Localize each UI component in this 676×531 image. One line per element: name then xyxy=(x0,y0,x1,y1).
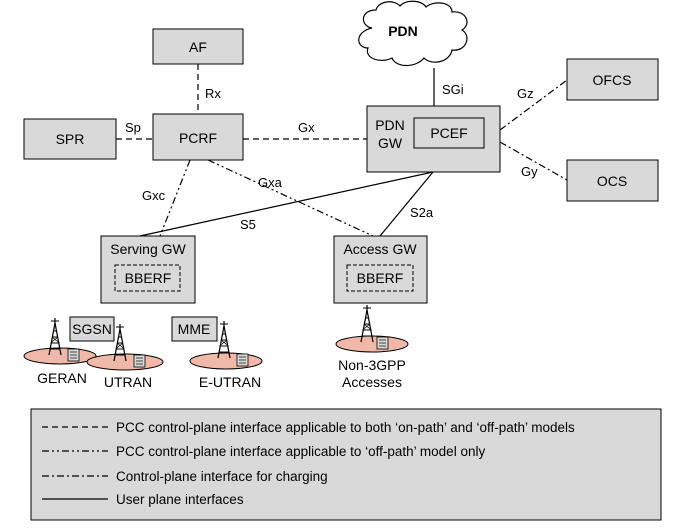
af-label: AF xyxy=(189,39,207,55)
gxa-interface-line xyxy=(207,159,374,237)
e-utran-access: MME E-UTRAN xyxy=(171,316,263,390)
terminal-icon xyxy=(67,348,80,362)
s5-label: S5 xyxy=(240,217,256,232)
spr-label: SPR xyxy=(56,131,85,147)
serving-gw-label: Serving GW xyxy=(110,241,186,257)
rx-label: Rx xyxy=(205,86,221,101)
legend-solid-label: User plane interfaces xyxy=(116,492,244,507)
legend: PCC control-plane interface applicable t… xyxy=(30,408,662,521)
af-node: AF xyxy=(152,28,244,65)
pdn-gw-label-line2: GW xyxy=(378,135,403,151)
terminal-icon xyxy=(376,336,389,350)
gz-interface-line xyxy=(499,79,568,131)
gxc-label: Gxc xyxy=(142,188,166,203)
legend-dash-dot-dot-label: PCC control-plane interface applicable t… xyxy=(116,444,485,459)
gz-label: Gz xyxy=(517,86,534,101)
serving-bberf-label: BBERF xyxy=(125,270,172,286)
access-gw-node: Access GW BBERF xyxy=(333,235,428,304)
sgsn-label: SGSN xyxy=(72,321,112,337)
antenna-tower-icon xyxy=(48,317,62,356)
geran-access: SGSN GERAN xyxy=(23,316,115,386)
gx-label: Gx xyxy=(298,120,315,135)
s2a-label: S2a xyxy=(410,205,434,220)
terminal-icon xyxy=(236,353,249,367)
ocs-node: OCS xyxy=(566,159,659,202)
non-3gpp-access: Non-3GPP Accesses xyxy=(335,304,409,390)
mme-label: MME xyxy=(178,321,211,337)
access-bberf-label: BBERF xyxy=(357,270,404,286)
ofcs-node: OFCS xyxy=(566,58,659,101)
legend-dashed-label: PCC control-plane interface applicable t… xyxy=(116,420,575,435)
pdn-gw-node: PDN GW PCEF xyxy=(366,105,501,173)
utran-access: UTRAN xyxy=(86,323,164,390)
serving-gw-node: Serving GW BBERF xyxy=(100,235,196,304)
ofcs-label: OFCS xyxy=(593,72,632,88)
terminal-icon xyxy=(133,354,146,368)
access-gw-label: Access GW xyxy=(343,241,417,257)
non-3gpp-label-line1: Non-3GPP xyxy=(338,357,406,373)
sgi-label: SGi xyxy=(442,82,464,97)
s2a-interface-line xyxy=(379,171,434,237)
spr-node: SPR xyxy=(23,118,117,160)
non-3gpp-label-line2: Accesses xyxy=(342,374,402,390)
legend-dash-dot-label: Control-plane interface for charging xyxy=(116,469,328,484)
ocs-label: OCS xyxy=(597,173,627,189)
pdn-gw-label-line1: PDN xyxy=(375,117,405,133)
antenna-tower-icon xyxy=(113,323,127,362)
pdn-cloud: PDN xyxy=(358,0,468,67)
gxa-label: Gxa xyxy=(258,175,283,190)
cloud-icon xyxy=(358,0,468,67)
e-utran-label: E-UTRAN xyxy=(199,374,261,390)
sp-label: Sp xyxy=(125,120,141,135)
gy-label: Gy xyxy=(521,164,538,179)
pcrf-node: PCRF xyxy=(152,113,244,161)
geran-label: GERAN xyxy=(37,370,87,386)
antenna-tower-icon xyxy=(360,304,374,343)
utran-label: UTRAN xyxy=(104,374,152,390)
gxc-interface-line xyxy=(159,159,191,237)
s5-interface-line xyxy=(139,171,434,237)
pcef-label: PCEF xyxy=(430,125,467,141)
antenna-tower-icon xyxy=(217,320,231,359)
pcrf-label: PCRF xyxy=(179,130,217,146)
gy-interface-line xyxy=(499,141,568,181)
pdn-label: PDN xyxy=(388,23,418,39)
